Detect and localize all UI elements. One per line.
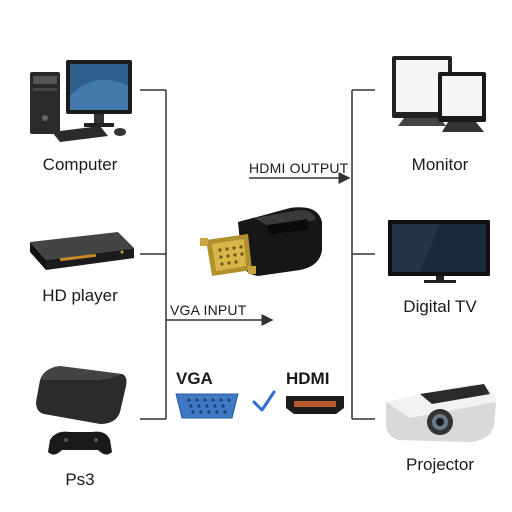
output-label-projector: Projector — [405, 455, 475, 474]
flow-label-hdmi-output: HDMI OUTPUT — [249, 160, 349, 176]
source-label-computer: Computer — [42, 155, 118, 174]
right-bracket — [351, 89, 375, 420]
source-label-hd-player: HD player — [42, 286, 118, 305]
source-label-ps3: Ps3 — [65, 470, 95, 489]
output-label-digital-tv: Digital TV — [403, 297, 477, 316]
flow-label-vga-input: VGA INPUT — [170, 302, 247, 318]
left-bracket — [140, 89, 167, 420]
port-label-vga: VGA — [176, 369, 213, 388]
output-label-monitor: Monitor — [411, 155, 469, 174]
port-label-hdmi: HDMI — [286, 369, 330, 388]
